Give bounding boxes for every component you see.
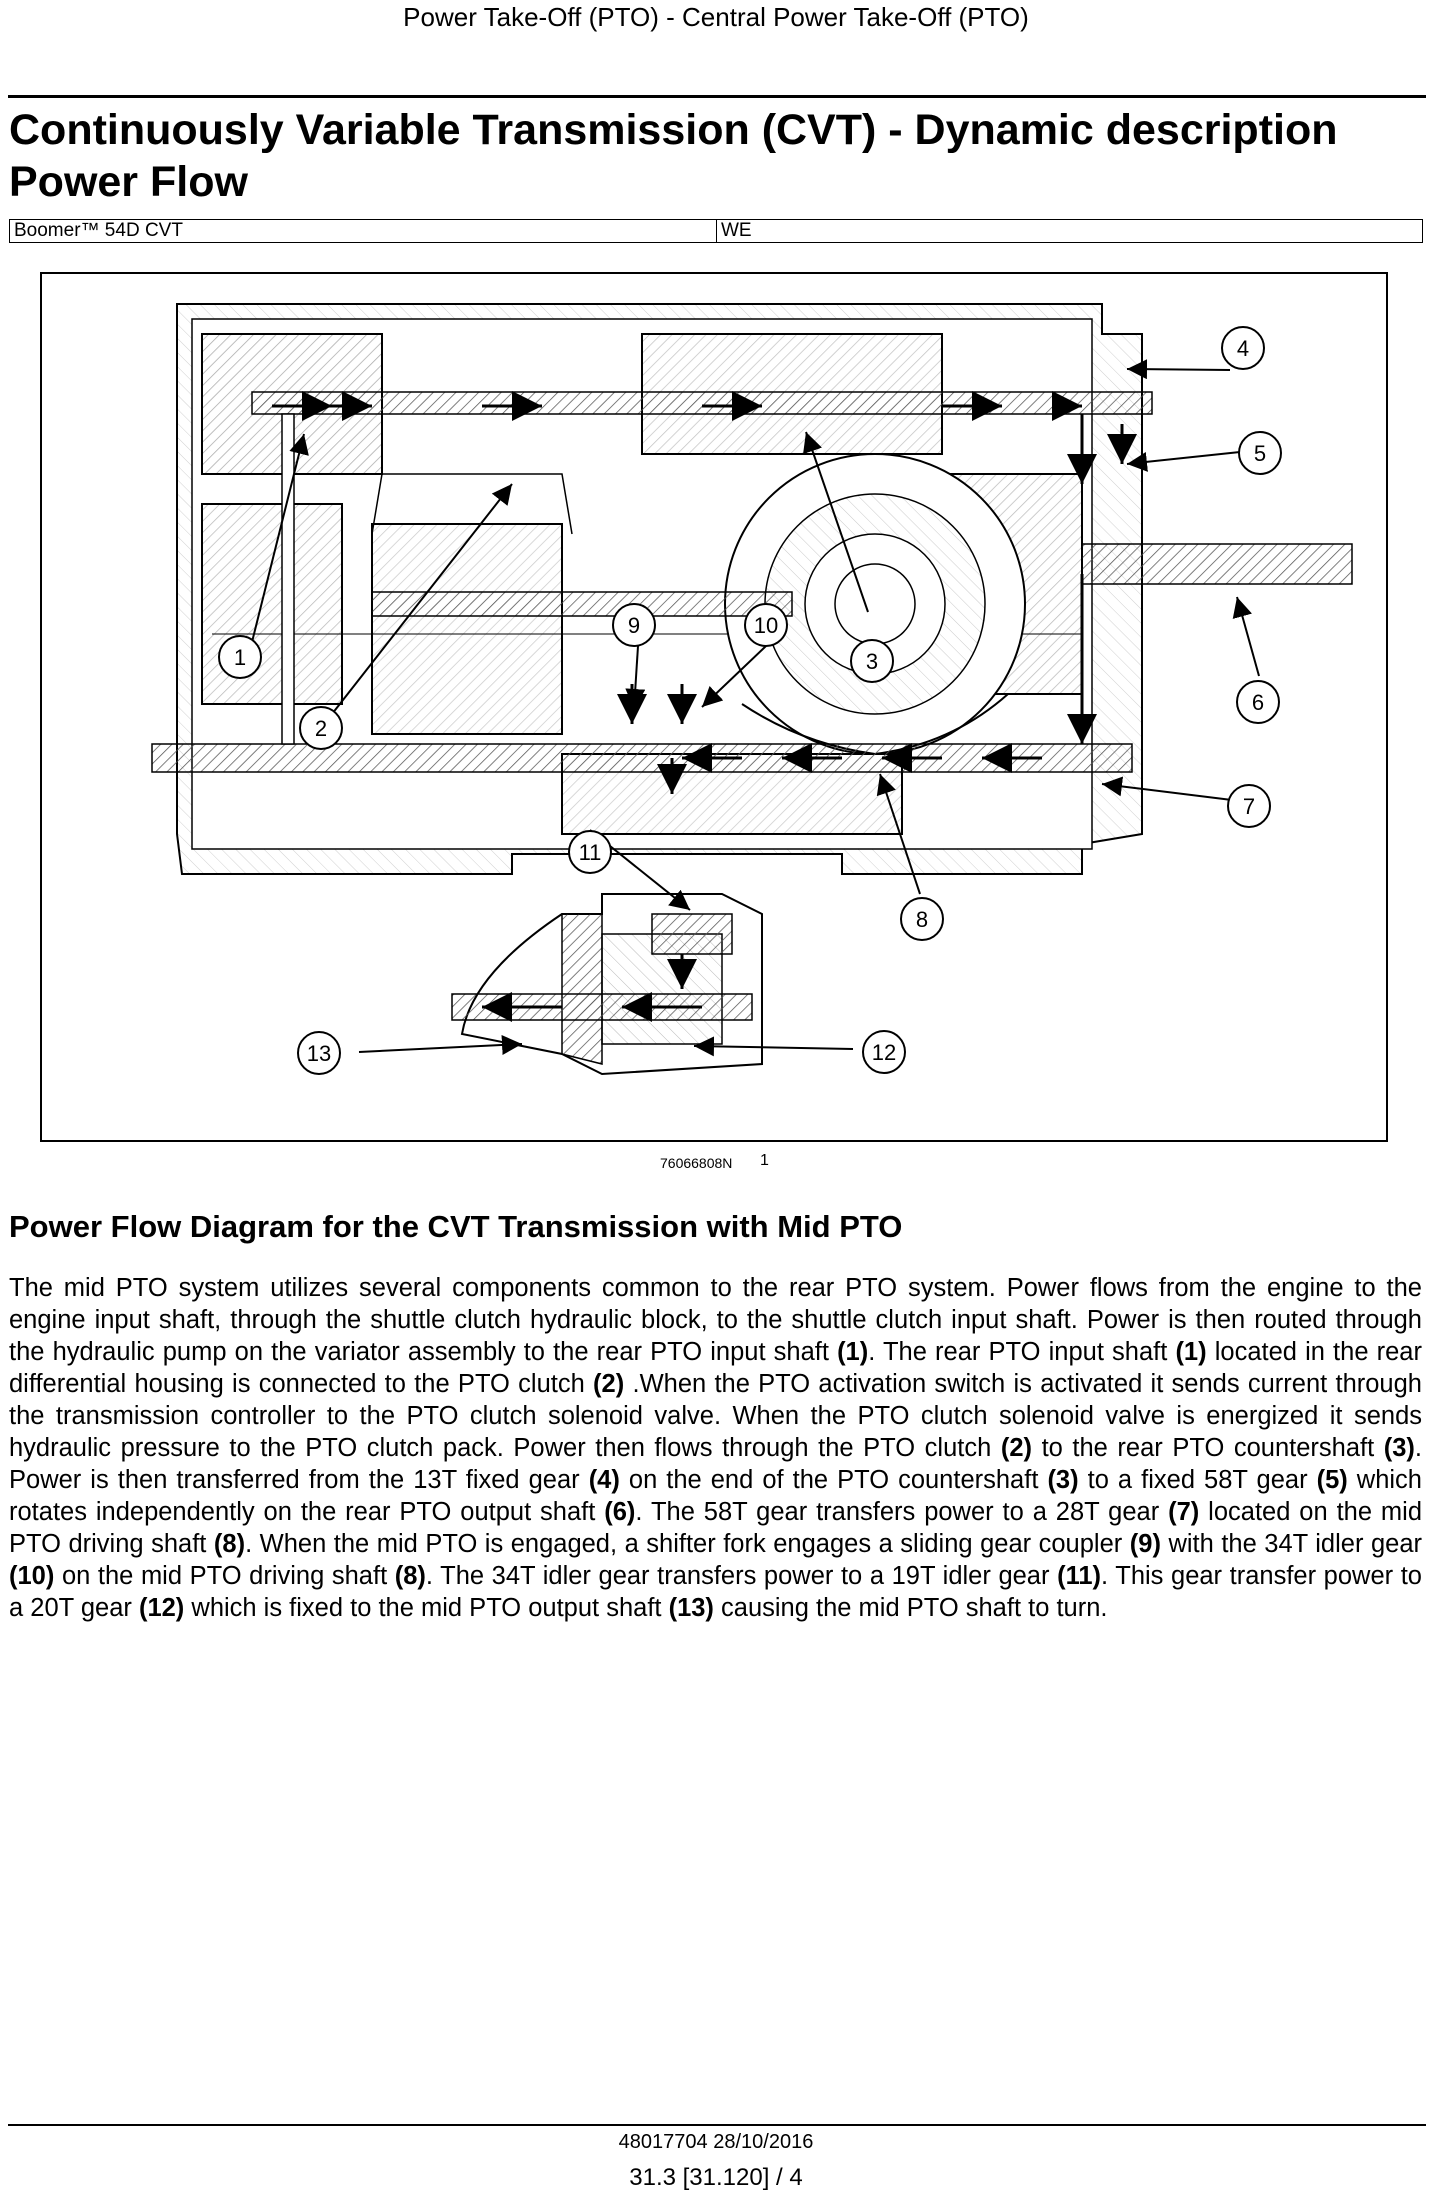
page-title: Continuously Variable Transmission (CVT)… <box>9 104 1409 208</box>
callout-reference: (7) <box>1168 1498 1200 1526</box>
callout-4: 4 <box>1221 326 1265 370</box>
variator-assembly <box>724 453 1026 756</box>
paragraph-run: . Power is then transferred from the 13T… <box>9 1434 1422 1494</box>
callout-reference: (9) <box>1129 1530 1161 1558</box>
svg-text:7: 7 <box>1243 794 1255 819</box>
callout-5: 5 <box>1238 431 1282 475</box>
paragraph-run: located on the mid PTO driving shaft <box>9 1498 1423 1558</box>
callout-reference: (1) <box>837 1338 869 1366</box>
callout-8: 8 <box>900 897 944 941</box>
paragraph-run: which rotates independently on the rear … <box>9 1466 1422 1526</box>
paragraph-run: . The rear PTO input shaft <box>868 1338 1176 1366</box>
callout-reference: (6) <box>604 1498 636 1526</box>
callout-7: 7 <box>1227 784 1271 828</box>
page-title-line2: Power Flow <box>9 158 248 206</box>
callout-10: 10 <box>744 603 788 647</box>
paragraph-run: . When the mid PTO is engaged, a shifter… <box>245 1530 1130 1558</box>
region-cell: WE <box>717 219 1423 243</box>
mid-pto-inset <box>451 893 763 1076</box>
paragraph-run: . This gear transfer power to a 20T gear <box>9 1562 1422 1622</box>
callouts: 1 2 3 4 5 6 7 8 9 10 11 12 13 <box>218 326 1282 1075</box>
svg-text:4: 4 <box>1237 336 1249 361</box>
svg-text:8: 8 <box>916 907 928 932</box>
svg-text:10: 10 <box>754 613 778 638</box>
svg-text:13: 13 <box>307 1041 331 1066</box>
footer-page-number: 31.3 [31.120] / 4 <box>629 2164 803 2191</box>
callout-reference: (1) <box>1175 1338 1207 1366</box>
model-cell: Boomer™ 54D CVT <box>9 219 717 243</box>
callout-12: 12 <box>862 1030 906 1074</box>
applicability-table: Boomer™ 54D CVT WE <box>9 219 1423 243</box>
page-title-line1: Continuously Variable Transmission (CVT)… <box>9 106 1338 154</box>
paragraph-run: . The 58T gear transfers power to a 28T … <box>635 1498 1169 1526</box>
callout-9: 9 <box>612 603 656 647</box>
svg-text:1: 1 <box>234 645 246 670</box>
footer-doc-id: 48017704 28/10/2016 <box>618 2131 814 2153</box>
diagram-drawing: 1 2 3 4 5 6 7 8 9 10 11 12 13 <box>151 303 1353 1076</box>
callout-reference: (10) <box>9 1562 55 1590</box>
paragraph-run: on the mid PTO driving shaft <box>54 1562 395 1590</box>
callout-reference: (12) <box>138 1594 185 1622</box>
paragraph-run: .When the PTO activation switch is activ… <box>9 1370 1422 1462</box>
callout-reference: (11) <box>1057 1562 1102 1590</box>
paragraph-run: with the 34T idler gear <box>1160 1530 1422 1558</box>
svg-text:9: 9 <box>628 613 640 638</box>
callout-reference: (4) <box>588 1466 620 1494</box>
svg-text:6: 6 <box>1252 690 1264 715</box>
transmission-diagram: 1 2 3 4 5 6 7 8 9 10 11 12 13 <box>40 272 1388 1142</box>
callout-reference: (3) <box>1383 1434 1415 1462</box>
callout-reference: (13) <box>668 1594 714 1622</box>
paragraph-run: The mid PTO system utilizes several comp… <box>9 1274 1422 1366</box>
section-title: Power Flow Diagram for the CVT Transmiss… <box>9 1209 903 1244</box>
svg-text:5: 5 <box>1254 441 1266 466</box>
paragraph-run: located in the rear differential housing… <box>9 1338 1422 1398</box>
callout-6: 6 <box>1236 680 1280 724</box>
callout-1: 1 <box>218 635 262 679</box>
body-paragraph: The mid PTO system utilizes several comp… <box>9 1272 1422 1624</box>
figure-reference: 76066808N <box>660 1155 733 1171</box>
callout-11: 11 <box>568 830 612 874</box>
svg-text:2: 2 <box>315 716 327 741</box>
paragraph-run: to a fixed 58T gear <box>1078 1466 1317 1494</box>
callout-reference: (3) <box>1047 1466 1079 1494</box>
paragraph-text: The mid PTO system utilizes several comp… <box>9 1272 1422 1624</box>
callout-reference: (2) <box>1000 1434 1033 1462</box>
svg-text:11: 11 <box>579 840 602 865</box>
callout-3: 3 <box>850 639 894 683</box>
running-header: Power Take-Off (PTO) - Central Power Tak… <box>403 2 1029 32</box>
callout-reference: (8) <box>394 1562 426 1590</box>
paragraph-run: causing the mid PTO shaft to turn. <box>713 1594 1108 1622</box>
paragraph-run: which is fixed to the mid PTO output sha… <box>184 1594 669 1622</box>
svg-text:3: 3 <box>866 649 878 674</box>
paragraph-run: to the rear PTO countershaft <box>1032 1434 1384 1462</box>
shafts <box>151 391 1353 773</box>
callout-reference: (5) <box>1316 1466 1348 1494</box>
header-rule <box>8 95 1426 98</box>
svg-text:12: 12 <box>872 1040 896 1065</box>
callout-13: 13 <box>297 1031 341 1075</box>
footer-rule <box>8 2124 1426 2126</box>
figure-number: 1 <box>760 1152 769 1169</box>
power-flow-arrows <box>272 391 1137 794</box>
callout-reference: (8) <box>213 1530 246 1558</box>
paragraph-run: . The 34T idler gear transfers power to … <box>425 1562 1058 1590</box>
callout-2: 2 <box>299 706 343 750</box>
paragraph-run: on the end of the PTO countershaft <box>619 1466 1048 1494</box>
callout-reference: (2) <box>593 1370 625 1398</box>
